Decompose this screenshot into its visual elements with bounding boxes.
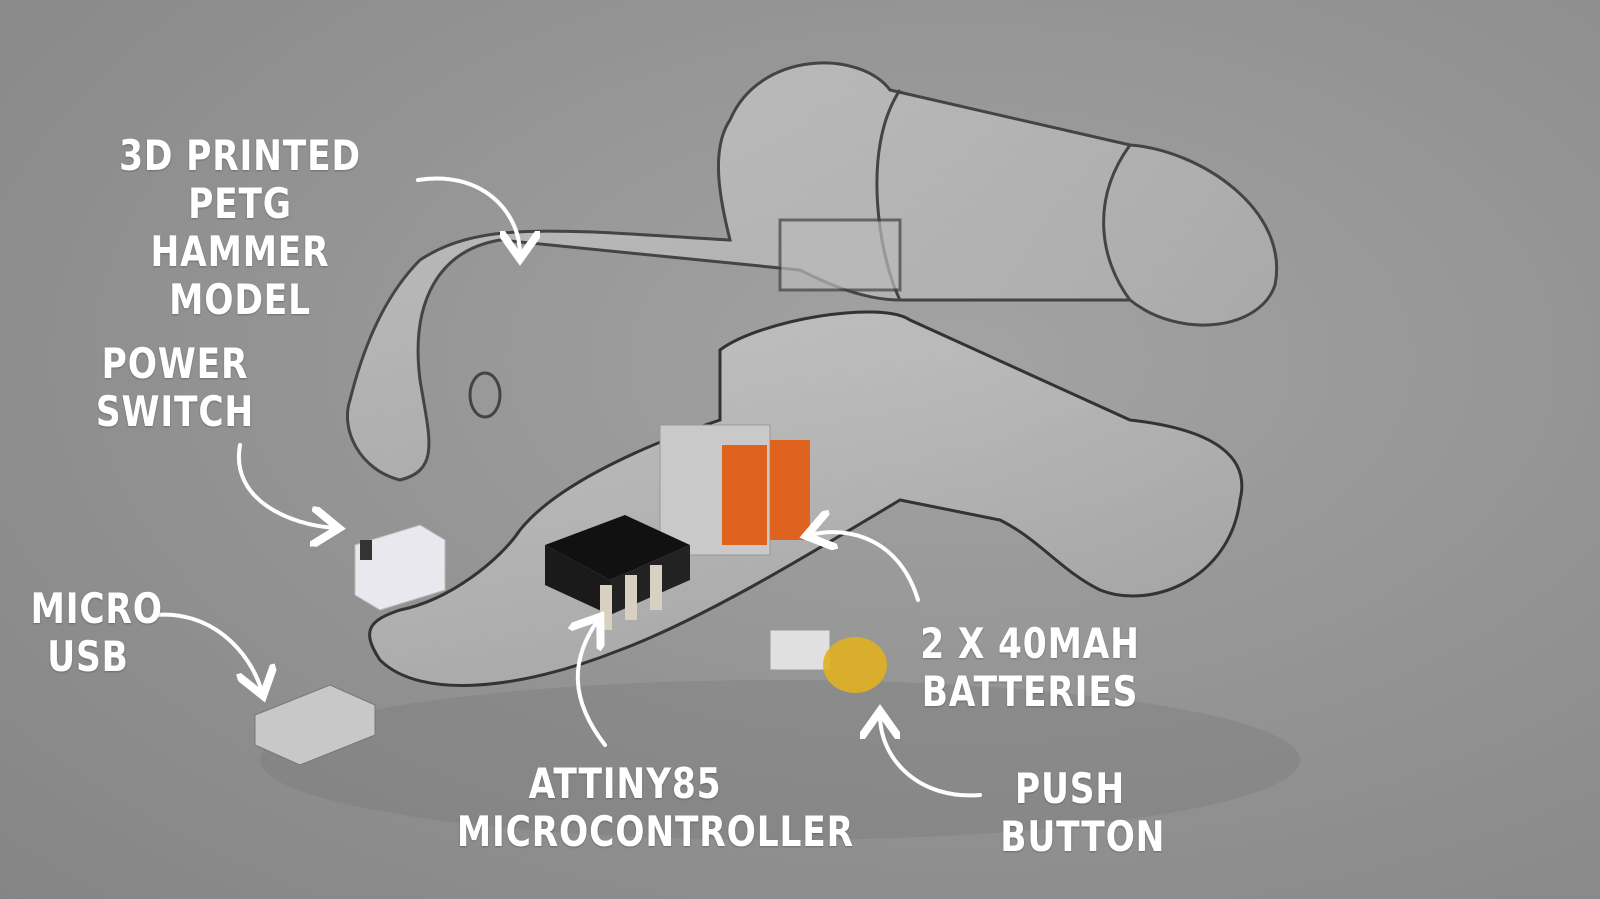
label-line: BATTERIES	[921, 667, 1139, 716]
label-micro-usb: MICRO USB	[30, 584, 163, 681]
label-line: HAMMER MODEL	[150, 227, 330, 324]
label-hammer-model: 3D PRINTED PETG HAMMER MODEL	[76, 132, 404, 324]
ground-shadow	[260, 680, 1300, 840]
batteries	[659, 424, 810, 556]
label-line: 3D PRINTED PETG	[119, 131, 361, 228]
arrow-micro-usb	[153, 612, 262, 692]
arrow-push-button	[880, 715, 982, 798]
label-batteries: 2 X 40MAH BATTERIES	[919, 620, 1140, 716]
attiny85-chip	[545, 515, 690, 630]
micro-usb-part	[254, 684, 376, 766]
callout-arrows	[153, 176, 982, 798]
label-attiny85: ATTINY85 MICROCONTROLLER	[456, 759, 854, 856]
arrow-hammer	[416, 176, 520, 255]
label-line: POWER	[101, 339, 249, 388]
label-power-switch: POWER SWITCH	[93, 340, 257, 436]
push-button-part	[769, 629, 887, 693]
arrow-attiny	[578, 620, 607, 747]
arrow-power-switch	[236, 443, 335, 528]
label-line: USB	[47, 632, 129, 681]
label-line: MICROCONTROLLER	[456, 807, 854, 856]
label-line: MICRO	[30, 584, 163, 633]
arrow-batteries	[810, 532, 920, 602]
power-switch-part	[354, 524, 446, 611]
label-line: ATTINY85	[528, 759, 722, 808]
label-line: SWITCH	[95, 387, 255, 436]
label-push-button: PUSH BUTTON	[1000, 764, 1166, 861]
label-line: PUSH	[1014, 764, 1126, 813]
label-line: BUTTON	[1000, 812, 1166, 861]
hammer-upper-shell	[345, 61, 1279, 482]
label-line: 2 X 40MAH	[920, 619, 1140, 668]
